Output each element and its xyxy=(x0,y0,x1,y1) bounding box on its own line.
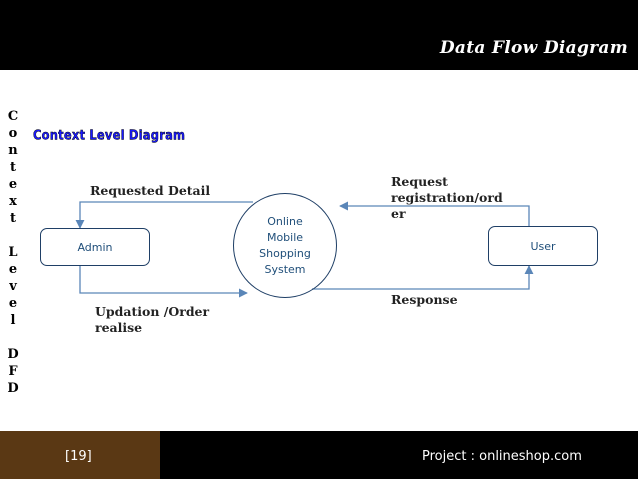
side-letter: e xyxy=(8,296,18,311)
side-letter: l xyxy=(10,313,16,328)
process-line-1: Online xyxy=(267,214,303,228)
project-label: Project : onlineshop.com xyxy=(422,449,582,464)
arrow-request-registration xyxy=(339,201,530,226)
process-line-2: Mobile xyxy=(266,230,304,244)
side-letter: o xyxy=(8,126,18,141)
admin-entity: Admin xyxy=(40,228,150,266)
footer-accent xyxy=(0,431,160,479)
label-updation-line-2: realise xyxy=(95,320,143,335)
side-letter: x xyxy=(9,194,17,209)
slide-title: Data Flow Diagram xyxy=(439,38,628,58)
process-line-4: System xyxy=(264,262,306,276)
label-request-line-3: er xyxy=(391,206,406,221)
side-letter: n xyxy=(8,143,18,158)
arrow-updation-order xyxy=(79,266,248,298)
side-letter: e xyxy=(8,262,18,277)
diagram-subtitle: Context Level Diagram xyxy=(33,127,186,144)
process-online-mobile-shopping-system: Online Mobile Shopping System xyxy=(233,193,337,298)
side-letter: C xyxy=(7,109,19,124)
side-letter: D xyxy=(7,381,19,396)
side-letter: e xyxy=(8,177,18,192)
label-updation-line-1: Updation /Order xyxy=(95,304,210,319)
side-letter: v xyxy=(9,279,17,294)
arrow-response xyxy=(312,265,534,290)
side-letter: L xyxy=(8,245,18,260)
label-request-line-2: registration/ord xyxy=(391,190,503,205)
side-letter: t xyxy=(9,211,16,226)
side-letter: D xyxy=(7,347,19,362)
arrow-requested-detail xyxy=(75,201,253,229)
side-letter: F xyxy=(8,364,18,379)
label-response: Response xyxy=(391,292,458,307)
admin-label: Admin xyxy=(77,240,113,254)
process-line-3: Shopping xyxy=(259,246,311,260)
side-letter: t xyxy=(9,160,16,175)
page-number: [19] xyxy=(65,449,92,464)
label-requested-detail: Requested Detail xyxy=(90,183,211,198)
user-entity: User xyxy=(488,226,598,266)
footer-bar xyxy=(0,431,638,479)
label-request-line-1: Request xyxy=(391,174,448,189)
label-updation-order: Updation /Order realise xyxy=(95,304,209,336)
user-label: User xyxy=(530,239,556,253)
header-bar xyxy=(0,0,638,70)
label-request-registration: Request registration/ord er xyxy=(391,174,503,222)
